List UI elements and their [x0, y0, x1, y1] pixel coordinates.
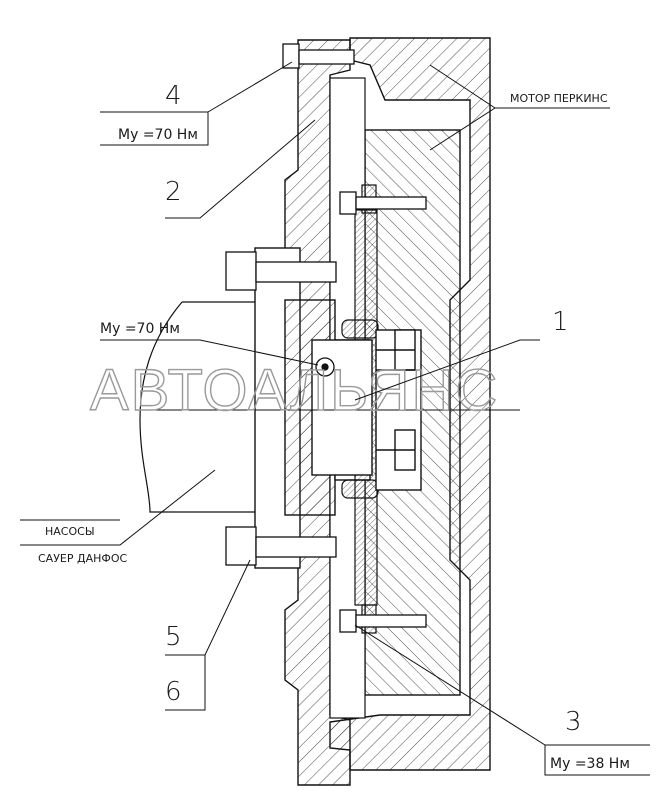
callout-5: 5 — [165, 622, 182, 652]
pump-body — [139, 301, 255, 513]
callout-4: 4 — [165, 81, 182, 111]
pumps-label-2: САУЕР ДАНФОС — [38, 552, 128, 565]
callout-1: 1 — [552, 307, 569, 337]
torque-3: My =38 Нм — [550, 756, 630, 772]
motor-label: МОТОР ПЕРКИНС — [510, 92, 608, 105]
torque-center: My =70 Нм — [100, 321, 180, 337]
callout-3: 3 — [565, 707, 582, 737]
torque-4: My =70 Нм — [118, 127, 198, 143]
pumps-label-1: НАСОСЫ — [45, 525, 95, 538]
leader-lines — [20, 61, 650, 776]
callout-2: 2 — [165, 177, 182, 207]
callout-6: 6 — [165, 677, 182, 707]
bolts — [225, 43, 427, 633]
watermark: АВТОАЛЬЯНС — [90, 358, 499, 423]
